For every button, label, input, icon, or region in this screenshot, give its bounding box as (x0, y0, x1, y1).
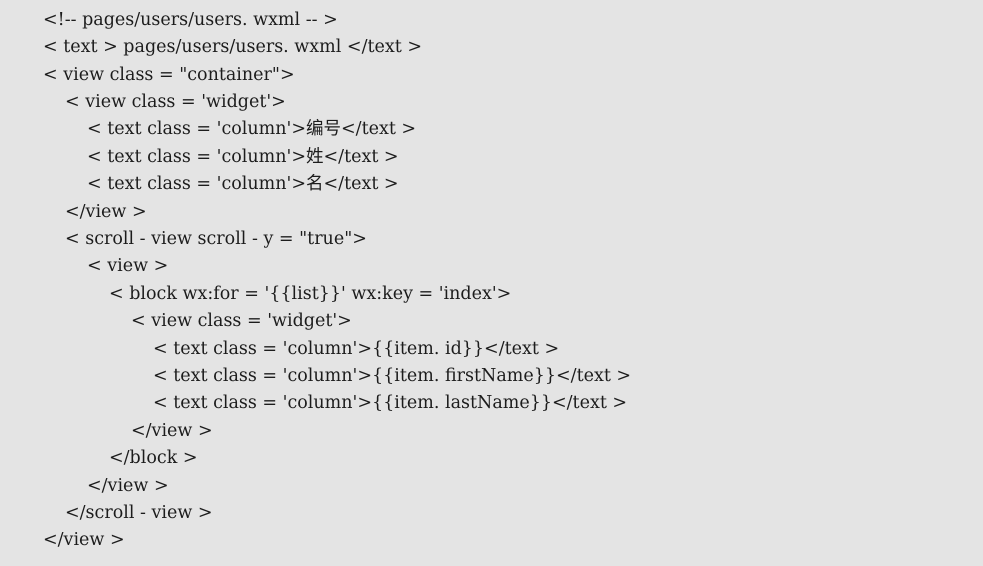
code-line: < text class = 'column'>{{item. lastName… (153, 393, 628, 413)
code-line: </view > (65, 202, 147, 222)
code-line: < view class = "container"> (43, 65, 295, 85)
code-line: < view class = 'widget'> (131, 311, 352, 331)
code-line: < text > pages/users/users. wxml </text … (43, 37, 422, 57)
code-line: < block wx:for = '{{list}}' wx:key = 'in… (109, 284, 512, 304)
code-line: </view > (43, 530, 125, 550)
code-line: < text class = 'column'>{{item. id}}</te… (153, 339, 560, 359)
code-line: < text class = 'column'>{{item. firstNam… (153, 366, 632, 386)
code-line: < text class = 'column'>名</text > (87, 174, 399, 194)
code-line: </scroll - view > (65, 503, 213, 523)
code-line: </block > (109, 448, 198, 468)
code-line: < view class = 'widget'> (65, 92, 286, 112)
code-line: < scroll - view scroll - y = "true"> (65, 229, 367, 249)
code-line: < view > (87, 256, 169, 276)
code-line: </view > (131, 421, 213, 441)
code-line: </view > (87, 476, 169, 496)
code-line: < text class = 'column'>编号</text > (87, 119, 417, 139)
code-line: <!-- pages/users/users. wxml -- > (43, 10, 338, 30)
code-line: < text class = 'column'>姓</text > (87, 147, 399, 167)
